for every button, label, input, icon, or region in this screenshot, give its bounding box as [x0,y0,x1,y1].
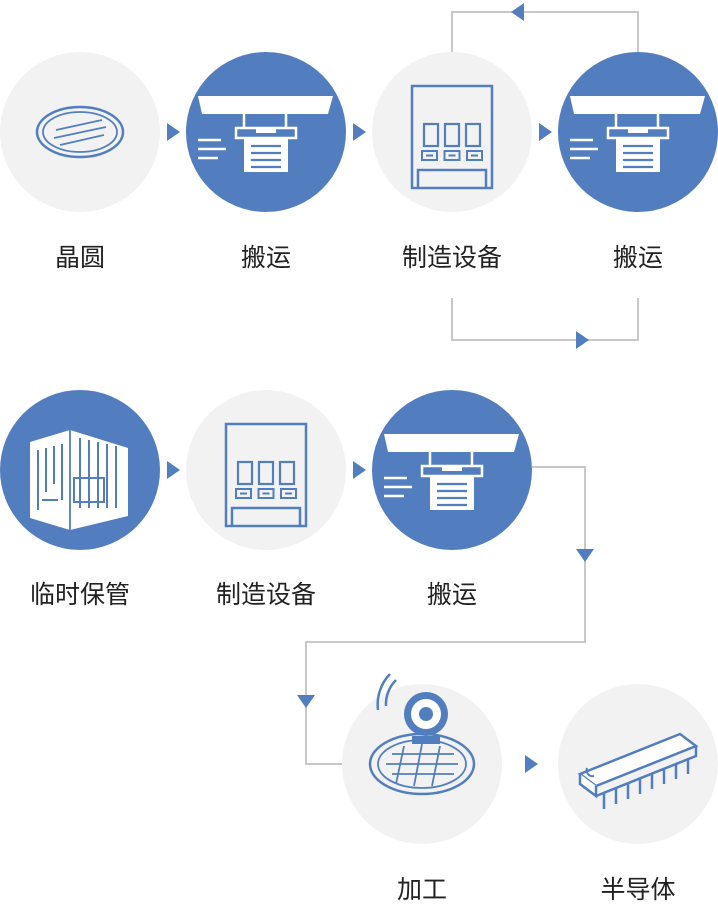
node-wafer-1 [0,52,160,212]
node-equipment-1 [372,52,532,212]
arrow-transport-to-equipment [353,123,366,141]
arrow-processing-to-semiconductor [525,755,538,773]
node-semiconductor-1 [558,684,718,844]
node-label-transport-2: 搬运 [612,243,663,272]
nodes [0,52,718,844]
node-transport-1 [186,52,346,212]
node-label-equipment-1: 制造设备 [401,243,502,272]
node-transport-3 [372,390,532,550]
node-label-wafer-1: 晶圆 [54,243,105,272]
storage-building-icon [29,429,129,531]
node-transport-2 [558,52,718,212]
row-transition-connector [305,466,586,765]
loop-back-connector [451,11,639,52]
loop-forward-connector [451,298,639,341]
node-label-equipment-2: 制造设备 [215,580,316,609]
node-storage-1 [0,390,160,550]
node-label-transport-1: 搬运 [240,243,291,272]
node-label-storage-1: 临时保管 [29,580,130,609]
arrow-wafer-to-transport [167,123,180,141]
node-label-processing-1: 加工 [396,875,447,904]
arrow-equipment-to-transport [539,123,552,141]
arrow-equipment-to-transport-2 [353,461,366,479]
arrow-loop-forward [576,331,589,349]
arrow-loop-back [511,3,524,21]
node-processing-1 [342,672,502,844]
arrow-down-right [576,549,594,562]
node-label-transport-3: 搬运 [426,580,477,609]
arrow-down-left [297,695,315,708]
node-label-semiconductor-1: 半导体 [600,875,676,904]
arrow-storage-to-equipment [167,461,180,479]
node-equipment-2 [186,390,346,550]
